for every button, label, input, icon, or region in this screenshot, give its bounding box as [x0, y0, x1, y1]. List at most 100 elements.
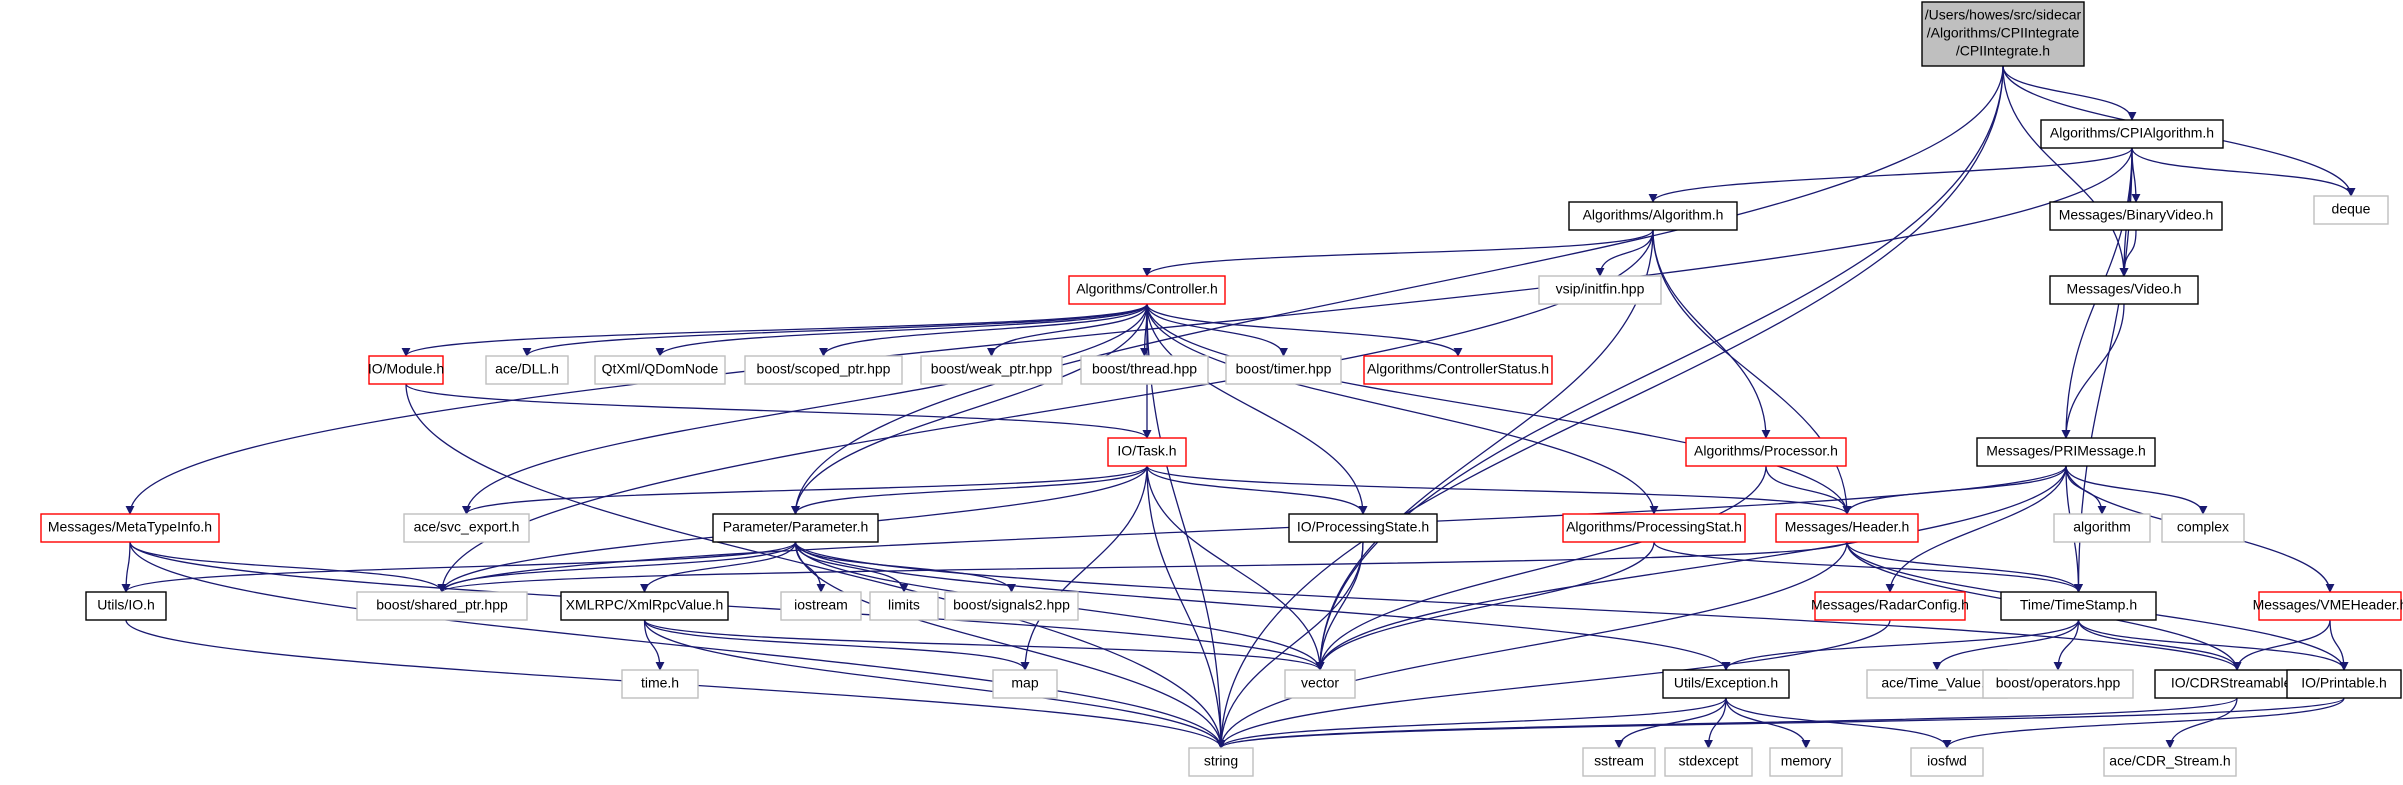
edge-path [1614, 697, 1727, 749]
node-box [1662, 669, 1790, 699]
node-pstat[interactable]: Algorithms/ProcessingStat.h [1562, 513, 1746, 543]
edge-path [2065, 465, 2208, 515]
node-tstamp[interactable]: Time/TimeStamp.h [2000, 591, 2157, 621]
edge-path [1648, 147, 2133, 203]
edge-ctrl-to-qtxml [655, 303, 1148, 357]
node-ctrl[interactable]: Algorithms/Controller.h [1068, 275, 1226, 305]
node-param[interactable]: Parameter/Parameter.h [712, 513, 879, 543]
node-header[interactable]: Messages/Header.h [1775, 513, 1919, 543]
edge-alg-to-ctrl [1142, 229, 1654, 277]
edge-path [2329, 619, 2349, 671]
node-label: /Algorithms/CPIIntegrate [1927, 25, 2080, 41]
edge-path [1315, 465, 2067, 671]
node-vsip: vsip/initfin.hpp [1538, 275, 1662, 305]
node-task[interactable]: IO/Task.h [1107, 437, 1187, 467]
node-vme[interactable]: Messages/VMEHeader.h [2253, 591, 2403, 621]
node-exc[interactable]: Utils/Exception.h [1662, 669, 1790, 699]
edge-prim-to-vector [1315, 465, 2067, 671]
node-acedll: ace/DLL.h [485, 355, 569, 385]
node-prim[interactable]: Messages/PRIMessage.h [1976, 437, 2156, 467]
node-label: IO/ProcessingState.h [1297, 519, 1429, 535]
node-box [621, 669, 699, 699]
node-vector: vector [1284, 669, 1356, 699]
node-box [1288, 513, 1438, 543]
node-box [2258, 591, 2402, 621]
edge-path [791, 303, 1148, 515]
node-label: Utils/IO.h [97, 597, 155, 613]
edge-alg-to-header [1652, 229, 1852, 515]
node-utilsio[interactable]: Utils/IO.h [85, 591, 167, 621]
node-label: ace/CDR_Stream.h [2109, 753, 2230, 769]
edge-header-to-tstamp [1846, 541, 2083, 593]
edge-pstat-to-tstamp [1653, 541, 2083, 593]
node-label: Algorithms/CPIAlgorithm.h [2050, 125, 2214, 141]
node-radar[interactable]: Messages/RadarConfig.h [1811, 591, 1969, 621]
edge-path [1142, 229, 1654, 277]
node-proc[interactable]: Algorithms/Processor.h [1685, 437, 1847, 467]
edge-xmlrpc-to-timeh [643, 619, 665, 671]
node-label: /CPIIntegrate.h [1956, 43, 2050, 59]
node-box [920, 355, 1063, 385]
edge-meta-to-utilsio [121, 541, 131, 593]
edge-meta-to-string [129, 541, 1226, 749]
node-label: Messages/Header.h [1785, 519, 1910, 535]
node-label: Messages/MetaTypeInfo.h [48, 519, 212, 535]
node-label: Messages/RadarConfig.h [1811, 597, 1969, 613]
edge-root-to-cpialg [2002, 65, 2137, 121]
node-ctrlstat[interactable]: Algorithms/ControllerStatus.h [1363, 355, 1553, 385]
node-box [2000, 591, 2157, 621]
edge-iomod-to-string [405, 383, 1226, 749]
node-box [1068, 275, 1226, 305]
node-label: Parameter/Parameter.h [723, 519, 869, 535]
edge-path [655, 303, 1148, 357]
node-shared: boost/shared_ptr.hpp [356, 591, 528, 621]
node-label: Algorithms/ProcessingStat.h [1566, 519, 1742, 535]
edge-path [643, 619, 1030, 671]
edge-path [2077, 619, 2242, 671]
node-label: Utils/Exception.h [1674, 675, 1778, 691]
node-scoped: boost/scoped_ptr.hpp [744, 355, 903, 385]
edge-path [1932, 619, 2080, 671]
edge-path [1721, 619, 2080, 671]
edge-tstamp-to-printable [2077, 619, 2349, 671]
edge-header-to-shared [437, 541, 1848, 593]
node-box [712, 513, 879, 543]
node-cpialg[interactable]: Algorithms/CPIAlgorithm.h [2040, 119, 2224, 149]
edge-printable-to-string [1216, 697, 2345, 749]
node-algorithm: algorithm [2053, 513, 2151, 543]
node-video[interactable]: Messages/Video.h [2049, 275, 2199, 305]
edge-path [643, 619, 1325, 671]
node-xmlrpc[interactable]: XMLRPC/XmlRpcValue.h [560, 591, 729, 621]
edge-path [1315, 541, 1655, 671]
node-meta[interactable]: Messages/MetaTypeInfo.h [40, 513, 220, 543]
node-printable[interactable]: IO/Printable.h [2286, 669, 2402, 699]
edge-path [2002, 65, 2129, 277]
node-iomod[interactable]: IO/Module.h [368, 355, 444, 385]
node-box [2161, 513, 2245, 543]
node-complex: complex [2161, 513, 2245, 543]
edge-path [462, 303, 1148, 515]
node-binvid[interactable]: Messages/BinaryVideo.h [2049, 201, 2223, 231]
node-box [992, 669, 1058, 699]
node-box [1562, 513, 1746, 543]
node-alg[interactable]: Algorithms/Algorithm.h [1568, 201, 1738, 231]
edge-path [1315, 229, 1654, 671]
node-label: iosfwd [1927, 753, 1967, 769]
edge-path [791, 65, 2004, 515]
edge-ctrl-to-acedll [522, 303, 1148, 357]
node-box [1814, 591, 1966, 621]
node-stdexcept: stdexcept [1664, 747, 1753, 777]
node-pstate[interactable]: IO/ProcessingState.h [1288, 513, 1438, 543]
edge-path [522, 303, 1148, 357]
node-thread: boost/thread.hpp [1080, 355, 1209, 385]
node-label: string [1204, 753, 1238, 769]
node-label: ace/Time_Value.h [1881, 675, 1992, 691]
edge-ctrl-to-iomod [401, 303, 1148, 357]
edge-path [2165, 697, 2238, 749]
edge-path [129, 541, 1226, 749]
node-root[interactable]: /Users/howes/src/sidecar/Algorithms/CPII… [1921, 1, 2085, 67]
edge-meta-to-shared [129, 541, 447, 593]
edge-cpialg-to-deque [2131, 147, 2356, 197]
edge-path [1146, 303, 1852, 515]
node-box [1538, 275, 1662, 305]
